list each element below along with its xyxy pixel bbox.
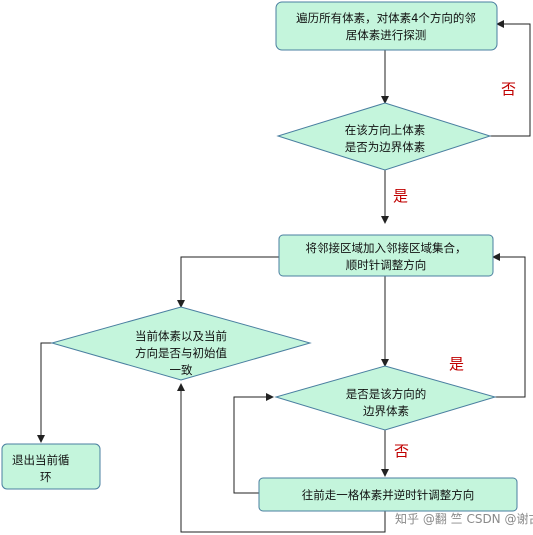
edge-add-to-current — [177, 256, 279, 308]
edges — [37, 20, 531, 533]
node-exit-loop-line-1: 退出当前循 — [12, 453, 70, 467]
node-current-equals-init-line-2: 方向是否与初始值 — [135, 346, 227, 360]
node-is-boundary-dir-line-1: 在该方向上体素 — [345, 123, 426, 137]
node-current-equals-init-line-1: 当前体素以及当前 — [135, 329, 227, 343]
node-current-equals-init-shape — [50, 306, 312, 381]
node-current-equals-init: 当前体素以及当前 方向是否与初始值 一致 — [50, 306, 312, 381]
edge-check-no-loop — [490, 20, 531, 137]
node-is-boundary-this-dir: 是否是该方向的 边界体素 — [274, 365, 497, 431]
edge-label-yes-top: 是 — [393, 187, 408, 205]
node-traverse: 遍历所有体素，对体素4个方向的邻 居体素进行探测 — [275, 1, 498, 51]
edge-boundary-yes-loop — [492, 253, 526, 398]
watermark: 知乎 @翻 竺 CSDN @谢古羽 — [395, 511, 533, 526]
node-exit-loop-line-2: 环 — [40, 470, 52, 484]
node-step-forward-shape — [258, 477, 518, 512]
edge-step-to-boundary — [233, 393, 274, 494]
edge-current-to-exit — [37, 342, 52, 443]
node-is-boundary-dir: 在该方向上体素 是否为边界体素 — [276, 102, 492, 171]
node-step-forward-line-1: 往前走一格体素并逆时针调整方向 — [302, 488, 475, 502]
node-step-forward: 往前走一格体素并逆时针调整方向 — [258, 477, 518, 512]
node-add-neighbor-shape — [278, 234, 494, 277]
node-traverse-line-2: 居体素进行探测 — [346, 28, 427, 42]
node-is-boundary-dir-shape — [276, 102, 492, 171]
node-add-neighbor-line-2: 顺时针调整方向 — [346, 258, 427, 272]
node-exit-loop-shape — [1, 443, 101, 490]
node-traverse-shape — [275, 1, 498, 51]
node-is-boundary-this-dir-line-1: 是否是该方向的 — [346, 387, 427, 401]
node-is-boundary-this-dir-shape — [274, 365, 497, 431]
edge-step-to-current — [177, 383, 386, 533]
node-add-neighbor: 将邻接区域加入邻接区域集合， 顺时针调整方向 — [278, 234, 494, 277]
node-traverse-line-1: 遍历所有体素，对体素4个方向的邻 — [296, 11, 476, 25]
edge-label-no-top: 否 — [501, 80, 516, 98]
node-add-neighbor-line-1: 将邻接区域加入邻接区域集合， — [306, 241, 467, 255]
node-is-boundary-this-dir-line-2: 边界体素 — [363, 404, 409, 418]
edge-label-yes-right: 是 — [449, 355, 464, 373]
edge-label-no-bottom: 否 — [394, 442, 409, 460]
node-exit-loop: 退出当前循 环 — [1, 443, 101, 490]
node-is-boundary-dir-line-2: 是否为边界体素 — [345, 140, 426, 154]
node-current-equals-init-line-3: 一致 — [170, 363, 193, 377]
